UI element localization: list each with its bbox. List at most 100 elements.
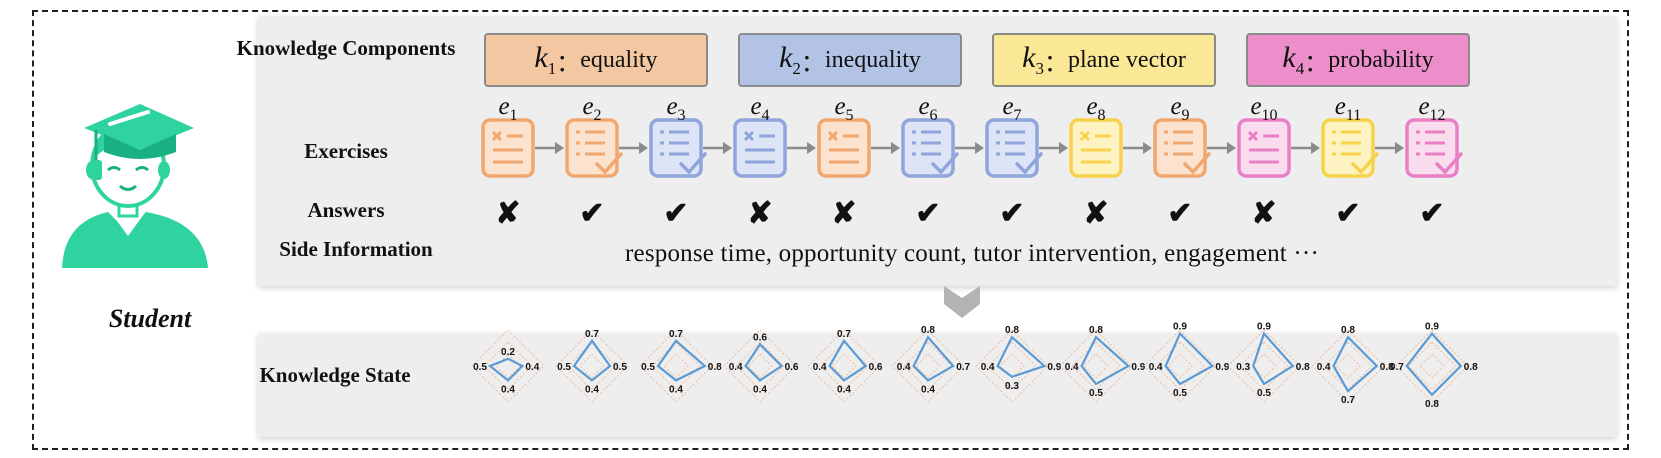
radar-value-label: 0.5 [473,362,487,373]
knowledge-state-radar: 0.9 0.8 0.8 0.7 [1390,322,1478,410]
sequence-arrow [1291,142,1320,154]
sequence-arrow [1375,142,1404,154]
correct-exercise-icon [565,118,623,178]
radar-value-polygon [1332,335,1379,393]
student-label: Student [108,304,192,333]
knowledge-state-radar: 0.80.90.30.4 [975,325,1062,403]
radar-value-label: 0.4 [1065,362,1079,373]
knowledge-component-box: k1：equality [484,33,708,87]
radar-value-label: 0.4 [813,362,827,373]
radar-grid-ring [1395,329,1469,403]
sequence-arrow [619,142,648,154]
radar-value-label: 0.9 [1425,322,1439,333]
radar-grid-ring [483,341,533,391]
wrong-exercise-icon [481,118,535,178]
radar-value-label: 0.5 [613,362,627,373]
row-label-knowledge-components: Knowledge Components [236,36,456,60]
knowledge-component-separator: ： [556,50,581,77]
knowledge-component-name: probability [1328,46,1434,73]
knowledge-state-panel [258,333,1617,437]
row-label-knowledge-state: Knowledge State [259,363,411,387]
radar-grid-ring [1407,341,1457,391]
radar-value-polygon [912,335,955,382]
knowledge-state-radar: 0.7 0.5 0.4 0.5 [555,329,629,403]
knowledge-component-symbol: k4 [1282,41,1305,78]
exercise-label: e7 [1002,93,1022,124]
radar-value-polygon [1164,331,1215,386]
radar-value-label: 0.4 [585,384,599,395]
knowledge-state-radar: 0.70.80.40.5 [639,329,722,403]
radar-value-label: 0.6 [869,362,883,373]
radar-grid-ring [1227,329,1301,403]
exercise-label: e2 [582,93,602,124]
row-label-side-information: Side Information [279,237,433,261]
radar-grid-ring [567,341,617,391]
radar-grid-ring [1251,353,1277,379]
exercise-label: e11 [1334,93,1362,124]
wrong-exercise-icon [1069,118,1123,178]
radar-value-label: 0.8 [1341,325,1355,336]
correct-answer-mark: ✔ [663,197,689,230]
radar-value-polygon [1405,331,1463,397]
radar-value-label: 0.2 [501,347,515,358]
radar-value-label: 0.4 [1149,362,1163,373]
knowledge-state-radar: 0.20.40.40.5 [471,329,545,403]
correct-exercise-icon [1321,118,1379,178]
wrong-answer-mark: ✘ [747,197,773,230]
knowledge-component-box: k2：inequality [738,33,962,87]
radar-grid-ring [1419,353,1445,379]
radar-grid-ring [639,329,713,403]
radar-value-label: 0.9 [1047,362,1061,373]
knowledge-component-separator: ： [1043,50,1068,77]
radar-grid-ring [555,329,629,403]
knowledge-state-radar: 0.80.70.40.4 [891,325,971,403]
knowledge-component-box: k4：probability [1246,33,1470,87]
radar-grid-ring [651,341,701,391]
knowledge-component-name: equality [580,46,658,73]
wrong-exercise-icon [733,118,787,178]
exercise-label: e8 [1086,93,1106,124]
knowledge-component-symbol: k2 [779,41,801,78]
radar-value-label: 0.8 [1425,399,1439,410]
knowledge-component-symbol: k3 [1022,41,1044,78]
radar-value-label: 0.5 [1089,388,1103,399]
knowledge-state-radar: 0.70.60.40.4 [807,329,883,403]
radar-grid-ring [1059,329,1133,403]
correct-exercise-icon [901,118,959,178]
radar-value-polygon [572,338,612,382]
radar-value-label: 0.8 [708,362,722,373]
chevron-down-icon [944,286,980,318]
row-label-answers: Answers [307,198,385,222]
sequence-arrow [535,142,564,154]
correct-answer-mark: ✔ [915,197,941,230]
student-icon [62,104,208,268]
radar-value-label: 0.8 [1380,362,1394,373]
radar-value-label: 0.5 [1257,388,1271,399]
correct-exercise-icon [649,118,707,178]
sequence-arrow [955,142,984,154]
wrong-exercise-icon [817,118,871,178]
correct-answer-mark: ✔ [1419,197,1445,230]
knowledge-state-radar: 0.90.80.50.3 [1227,322,1310,403]
row-label-exercises: Exercises [304,139,388,163]
radar-value-label: 0.7 [585,329,599,340]
radar-value-label: 0.4 [729,362,743,373]
radar-value-label: 0.4 [525,362,539,373]
radar-grid-ring [1083,353,1109,379]
radar-value-label: 0.5 [557,362,571,373]
knowledge-component-symbol: k1 [534,41,557,78]
radar-value-label: 0.9 [1215,362,1229,373]
correct-exercise-icon [1153,118,1211,178]
radar-value-label: 0.3 [1236,362,1250,373]
radar-grid-ring [723,329,797,403]
radar-grid-ring [1143,329,1217,403]
radar-value-label: 0.4 [897,362,911,373]
radar-value-label: 0.7 [1390,362,1404,373]
radar-grid-ring [807,329,881,403]
radar-value-label: 0.8 [1464,362,1478,373]
radar-value-polygon [487,357,525,382]
sequence-arrow [703,142,732,154]
radar-value-polygon [744,342,784,382]
radar-grid-ring [987,341,1037,391]
radar-grid-ring [747,353,773,379]
